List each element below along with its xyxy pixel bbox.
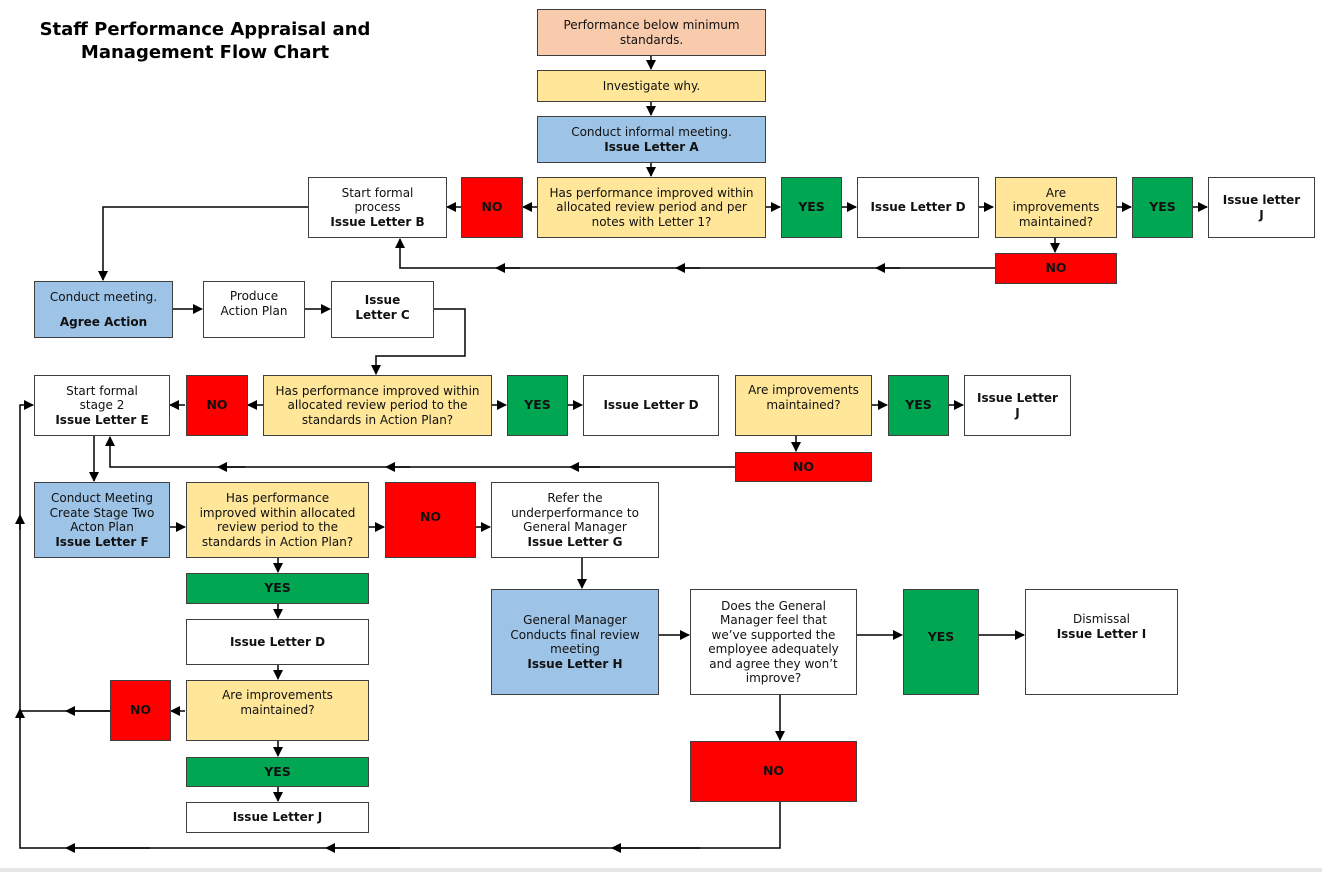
page-title: Staff Performance Appraisal and Manageme… xyxy=(30,18,380,64)
node-yes-2: YES xyxy=(1132,177,1193,238)
node-conduct-meeting-agree-action: Conduct meeting. Agree Action xyxy=(34,281,173,338)
node-no-5: NO xyxy=(385,482,476,558)
node-investigate: Investigate why. xyxy=(537,70,766,102)
node-yes-7: YES xyxy=(903,589,979,695)
node-yes-4: YES xyxy=(888,375,949,436)
node-issue-letter-j-1: Issue letter J xyxy=(1208,177,1315,238)
node-performance-below-standards: Performance below minimum standards. xyxy=(537,9,766,56)
node-question-maintained-2: Are improvements maintained? xyxy=(735,375,872,436)
node-start-formal-process: Start formal process Issue Letter B xyxy=(308,177,447,238)
node-informal-meeting: Conduct informal meeting. Issue Letter A xyxy=(537,116,766,163)
node-issue-letter-d-3: Issue Letter D xyxy=(186,619,369,665)
node-no-7: NO xyxy=(690,741,857,802)
node-yes-3: YES xyxy=(507,375,568,436)
node-question-improved-letter1: Has performance improved within allocate… xyxy=(537,177,766,238)
node-yes-1: YES xyxy=(781,177,842,238)
node-issue-letter-j-2: Issue Letter J xyxy=(964,375,1071,436)
node-question-maintained-3: Are improvements maintained? xyxy=(186,680,369,741)
node-gm-final-review: General Manager Conducts final review me… xyxy=(491,589,659,695)
node-stage-2-action-plan-meeting: Conduct Meeting Create Stage Two Acton P… xyxy=(34,482,170,558)
node-yes-5: YES xyxy=(186,573,369,604)
node-produce-action-plan: Produce Action Plan xyxy=(203,281,305,338)
node-start-formal-stage-2: Start formal stage 2 Issue Letter E xyxy=(34,375,170,436)
node-no-2: NO xyxy=(995,253,1117,284)
node-issue-letter-d-1: Issue Letter D xyxy=(857,177,979,238)
title-line-2: Management Flow Chart xyxy=(80,42,330,63)
title-line-1: Staff Performance Appraisal and xyxy=(39,19,371,40)
node-dismissal: Dismissal Issue Letter I xyxy=(1025,589,1178,695)
node-question-improved-stage-2: Has performance improved within allocate… xyxy=(186,482,369,558)
node-issue-letter-c: Issue Letter C xyxy=(331,281,434,338)
node-no-4: NO xyxy=(735,452,872,482)
node-no-6: NO xyxy=(110,680,171,741)
node-yes-6: YES xyxy=(186,757,369,787)
node-refer-general-manager: Refer the underperformance to General Ma… xyxy=(491,482,659,558)
page-bottom-edge xyxy=(0,868,1322,872)
node-question-gm-supported: Does the General Manager feel that we’ve… xyxy=(690,589,857,695)
node-issue-letter-d-2: Issue Letter D xyxy=(583,375,719,436)
node-question-maintained-1: Are improvements maintained? xyxy=(995,177,1117,238)
node-no-1: NO xyxy=(461,177,523,238)
node-issue-letter-j-3: Issue Letter J xyxy=(186,802,369,833)
node-no-3: NO xyxy=(186,375,248,436)
node-question-improved-action-plan: Has performance improved within allocate… xyxy=(263,375,492,436)
